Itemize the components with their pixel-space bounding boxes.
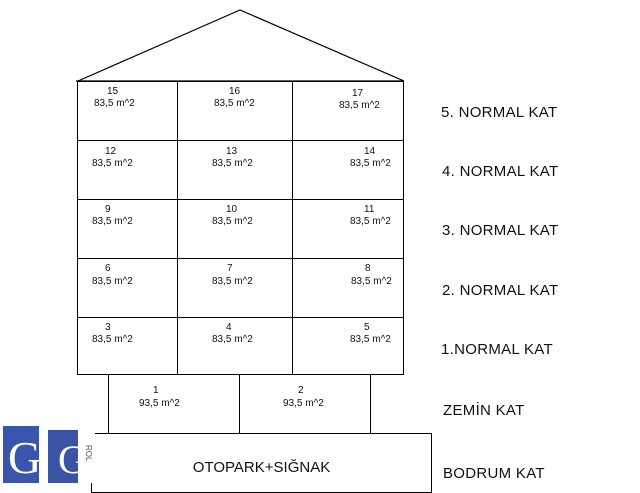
unit-4: 4 83,5 m^2: [177, 317, 293, 375]
unit-number: 6: [105, 263, 111, 274]
unit-number: 15: [107, 86, 119, 97]
unit-area: 83,5 m^2: [212, 158, 253, 169]
unit-number: 8: [365, 263, 371, 274]
unit-17: 17 83,5 m^2: [292, 81, 404, 141]
unit-2: 2 93,5 m^2: [239, 374, 371, 434]
unit-9: 9 83,5 m^2: [77, 199, 178, 259]
unit-1: 1 93,5 m^2: [108, 374, 240, 434]
svg-text:G: G: [58, 437, 87, 482]
unit-number: 2: [298, 385, 304, 396]
unit-12: 12 83,5 m^2: [77, 140, 178, 200]
unit-area: 93,5 m^2: [283, 398, 324, 409]
logo-letters: G: [8, 432, 41, 483]
unit-3: 3 83,5 m^2: [77, 317, 178, 375]
unit-10: 10 83,5 m^2: [177, 199, 293, 259]
unit-8: 8 83,5 m^2: [292, 258, 404, 318]
unit-13: 13 83,5 m^2: [177, 140, 293, 200]
logo-side-text: ROL: [84, 445, 93, 462]
floor-label-basement: BODRUM KAT: [443, 465, 545, 482]
unit-area: 83,5 m^2: [350, 334, 391, 345]
floor-label-ground: ZEMİN KAT: [443, 402, 525, 419]
unit-area: 83,5 m^2: [350, 158, 391, 169]
unit-number: 14: [364, 146, 376, 157]
unit-number: 5: [364, 322, 370, 333]
unit-number: 11: [364, 204, 375, 215]
logo-graphic: G G ROL: [0, 423, 95, 483]
unit-area: 83,5 m^2: [212, 276, 253, 287]
unit-number: 16: [229, 86, 241, 97]
basement-content: OTOPARK+SIĞNAK: [192, 459, 331, 476]
unit-area: 83,5 m^2: [212, 334, 253, 345]
unit-14: 14 83,5 m^2: [292, 140, 404, 200]
floor-label-2: 2. NORMAL KAT: [442, 282, 559, 299]
building-diagram: emlakjet.com 15 83,5 m^2 16 83,5 m^2 17 …: [0, 9, 559, 493]
unit-area: 83,5 m^2: [350, 216, 391, 227]
unit-number: 1: [153, 385, 159, 396]
unit-number: 9: [105, 204, 111, 215]
unit-area: 83,5 m^2: [339, 100, 380, 111]
unit-number: 7: [227, 263, 233, 274]
floor-label-1: 1.NORMAL KAT: [441, 341, 553, 358]
unit-7: 7 83,5 m^2: [177, 258, 293, 318]
unit-number: 13: [226, 146, 238, 157]
unit-area: 83,5 m^2: [351, 276, 392, 287]
floor-label-4: 4. NORMAL KAT: [442, 163, 559, 180]
unit-15: 15 83,5 m^2: [77, 81, 178, 141]
unit-number: 17: [352, 88, 364, 99]
floor-label-3: 3. NORMAL KAT: [442, 222, 559, 239]
unit-11: 11 83,5 m^2: [292, 199, 404, 259]
floor-label-5: 5. NORMAL KAT: [441, 104, 558, 121]
unit-area: 83,5 m^2: [92, 276, 133, 287]
unit-number: 4: [226, 322, 232, 333]
unit-16: 16 83,5 m^2: [177, 81, 293, 141]
unit-area: 93,5 m^2: [139, 398, 180, 409]
unit-area: 83,5 m^2: [92, 334, 133, 345]
unit-area: 83,5 m^2: [92, 216, 133, 227]
basement-unit: OTOPARK+SIĞNAK: [91, 433, 432, 493]
unit-area: 83,5 m^2: [94, 98, 135, 109]
unit-area: 83,5 m^2: [214, 98, 255, 109]
unit-number: 10: [226, 204, 238, 215]
unit-number: 12: [105, 146, 117, 157]
company-logo: G G ROL: [0, 423, 95, 483]
unit-area: 83,5 m^2: [92, 158, 133, 169]
unit-6: 6 83,5 m^2: [77, 258, 178, 318]
unit-5: 5 83,5 m^2: [292, 317, 404, 375]
unit-number: 3: [105, 322, 111, 333]
unit-area: 83,5 m^2: [212, 216, 253, 227]
